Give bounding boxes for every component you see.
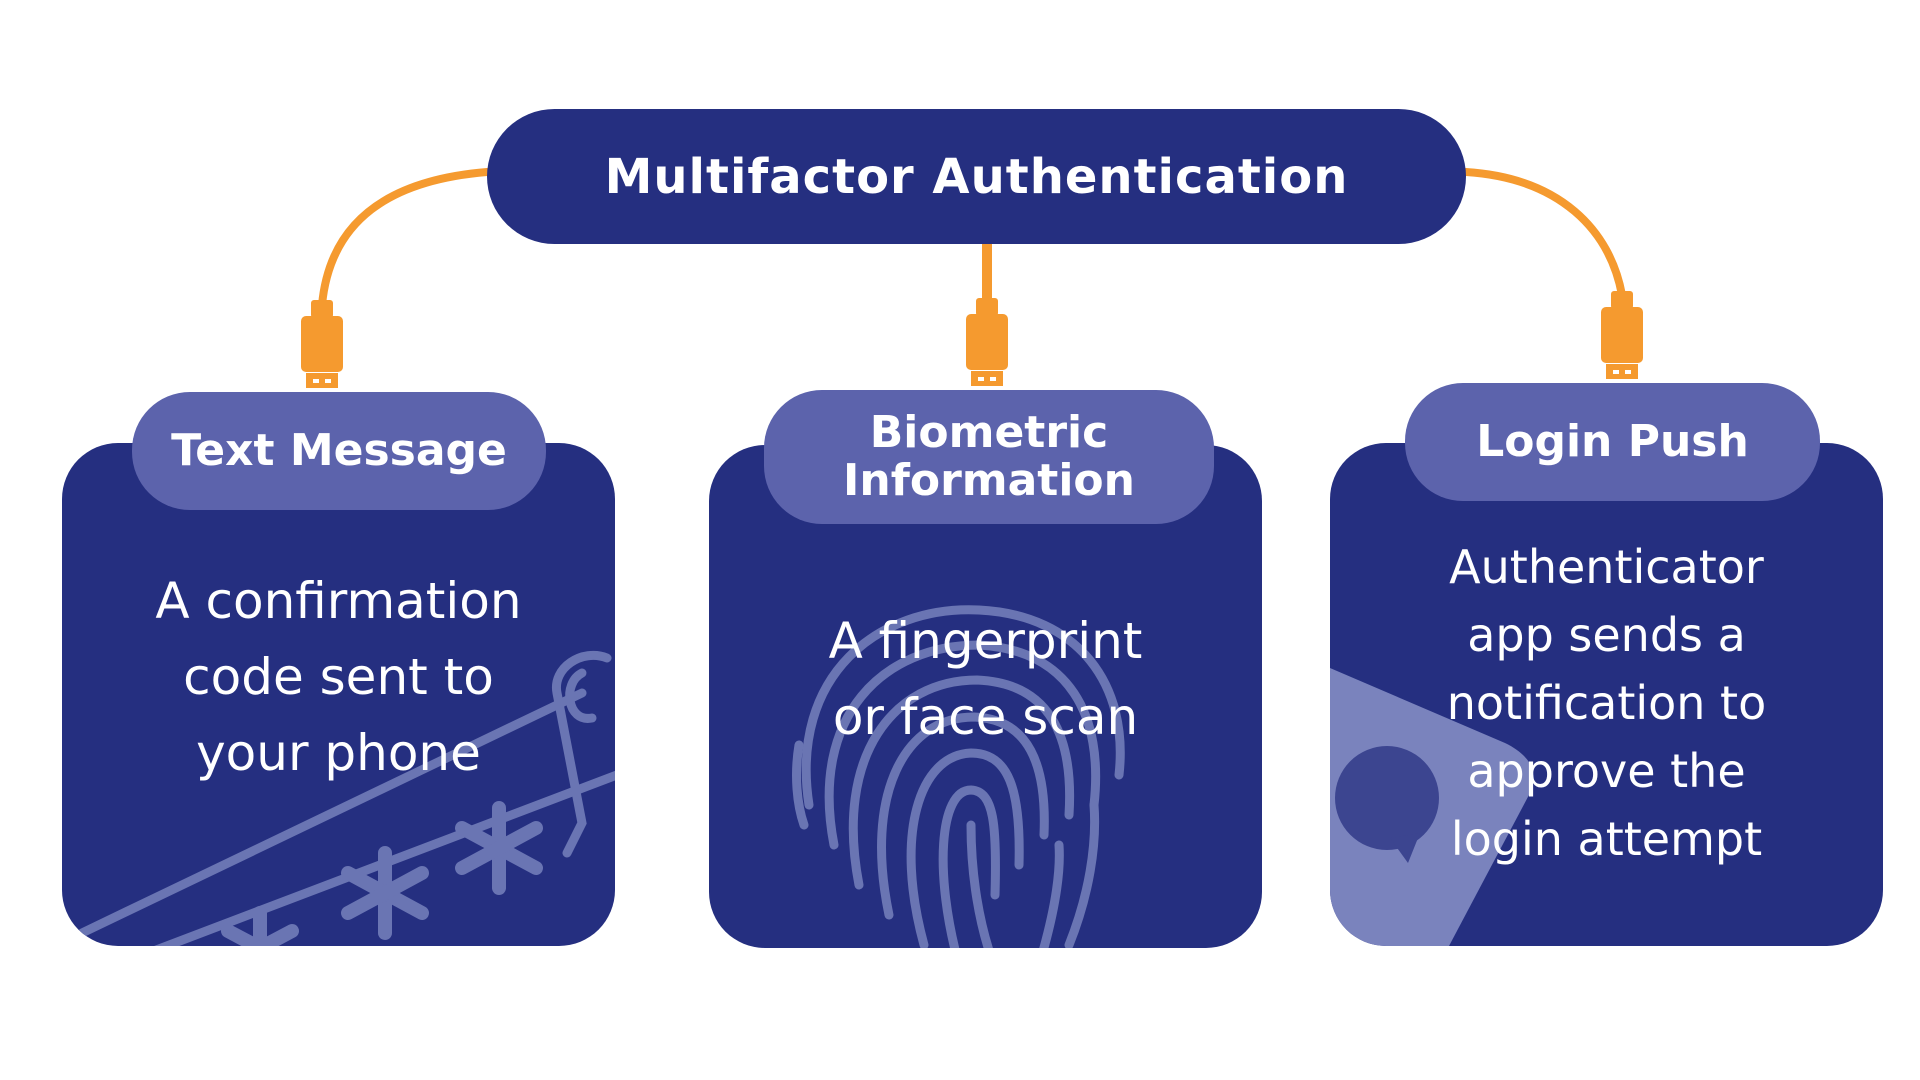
chat-bubble-icon — [1330, 668, 1534, 946]
factor-label-biometric: Biometric Information — [764, 390, 1214, 524]
password-phone-icon — [77, 650, 615, 946]
factor-description: Authenticator app sends a notification t… — [1446, 540, 1767, 866]
factor-card-biometric: A fingerprint or face scan — [709, 445, 1262, 948]
factor-card-login-push: Authenticator app sends a notification t… — [1330, 443, 1883, 946]
connector-cable-left — [318, 168, 491, 309]
usb-plug-left — [301, 300, 343, 388]
factor-label-text-message: Text Message — [132, 392, 546, 510]
usb-plug-right — [1601, 291, 1643, 379]
factor-card-text-message: A confirmation code sent to your phone — [62, 443, 615, 946]
connector-cable-right — [1462, 168, 1626, 299]
fingerprint-icon — [792, 605, 1125, 948]
factor-description: A confirmation code sent to your phone — [155, 572, 522, 782]
factor-label-login-push: Login Push — [1405, 383, 1820, 501]
factor-description: A fingerprint or face scan — [828, 612, 1143, 746]
usb-plug-center — [966, 298, 1008, 386]
diagram-title: Multifactor Authentication — [487, 109, 1466, 244]
